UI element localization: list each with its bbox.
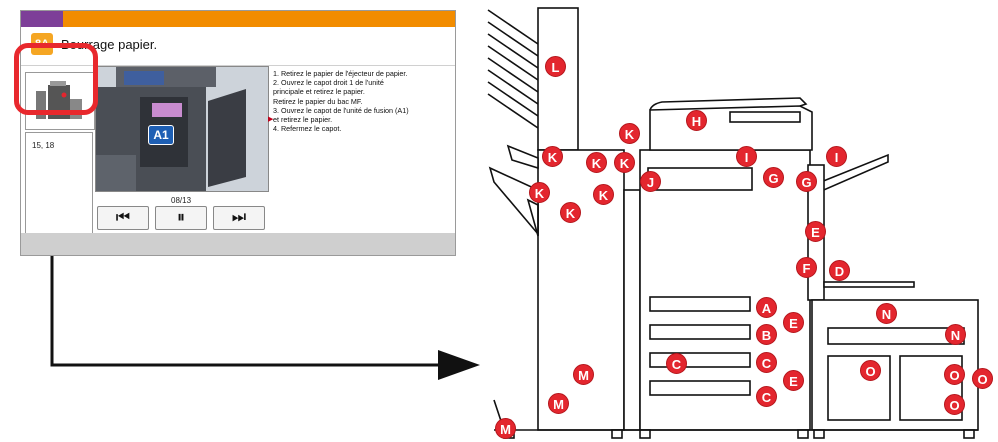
inner-output-section [647,167,753,191]
label-c: C [666,353,687,374]
highlight-frame [14,43,98,115]
label-f: F [796,257,817,278]
cassette-2 [649,324,751,340]
mp-tray [823,281,915,288]
label-b: B [756,324,777,345]
instruction-photo: A1 [95,66,269,192]
cassette-4 [649,380,751,396]
skip-next-icon: ⏭ [231,209,247,226]
panel-status-bar [21,11,455,27]
panel-mode-indicator [21,11,63,27]
label-e: E [783,370,804,391]
label-m: M [573,364,594,385]
label-g: G [763,167,784,188]
skip-previous-icon: ⏮ [115,209,131,226]
finisher-tray-column [537,7,579,151]
pause-icon: ⏸ [176,209,185,226]
instruction-line: 2. Ouvrez le capot droit 1 de l'unité [273,78,384,88]
label-g: G [796,171,817,192]
output-trays [487,9,539,129]
instruction-line: principale et retirez le papier. [273,87,365,97]
pause-button[interactable]: ⏸ [155,206,207,230]
label-m: M [548,393,569,414]
printer-open-cover-image [96,67,268,191]
label-d: D [829,260,850,281]
instruction-line: et retirez le papier. [273,115,333,125]
machine-feet [503,429,975,439]
fuser-unit-badge: A1 [148,125,174,145]
label-n: N [876,303,897,324]
label-k: K [586,152,607,173]
label-k: K [619,123,640,144]
label-m: M [495,418,516,439]
label-k: K [560,202,581,223]
label-c: C [756,386,777,407]
label-e: E [805,221,826,242]
cassette-1 [649,296,751,312]
label-i: I [826,146,847,167]
instruction-line: 3. Ouvrez le capot de l'unité de fusion … [273,105,409,115]
jam-codes: 15, 18 [32,141,55,150]
label-k: K [593,184,614,205]
instruction-line: 1. Retirez le papier de l'éjecteur de pa… [273,69,408,78]
next-step-button[interactable]: ⏭ [213,206,265,230]
instruction-line: 4. Refermez le capot. [273,124,342,134]
panel-body: 15, 18 A1 08/13 ⏮ ⏸ ⏭ [21,66,455,255]
label-h: H [686,110,707,131]
label-e: E [783,312,804,333]
label-k: K [529,182,550,203]
label-k: K [614,152,635,173]
label-n: N [945,324,966,345]
bridge-unit [623,189,641,431]
prev-step-button[interactable]: ⏮ [97,206,149,230]
label-o: O [860,360,881,381]
label-k: K [542,146,563,167]
label-o: O [944,364,965,385]
panel-footer [21,233,455,255]
instruction-text: ▶ 1. Retirez le papier de l'éjecteur de … [268,69,453,134]
label-c: C [756,352,777,373]
label-l: L [545,56,566,77]
label-o: O [972,368,993,389]
cassette-3 [649,352,751,368]
instruction-line: Retirez le papier du bac MF. [273,96,363,106]
label-a: A [756,297,777,318]
label-j: J [640,171,661,192]
label-o: O [944,394,965,415]
finisher-side-tray-1 [506,144,539,170]
current-step-marker-icon: ▶ [268,116,274,123]
label-i: I [736,146,757,167]
page-indicator: 08/13 [171,196,192,205]
